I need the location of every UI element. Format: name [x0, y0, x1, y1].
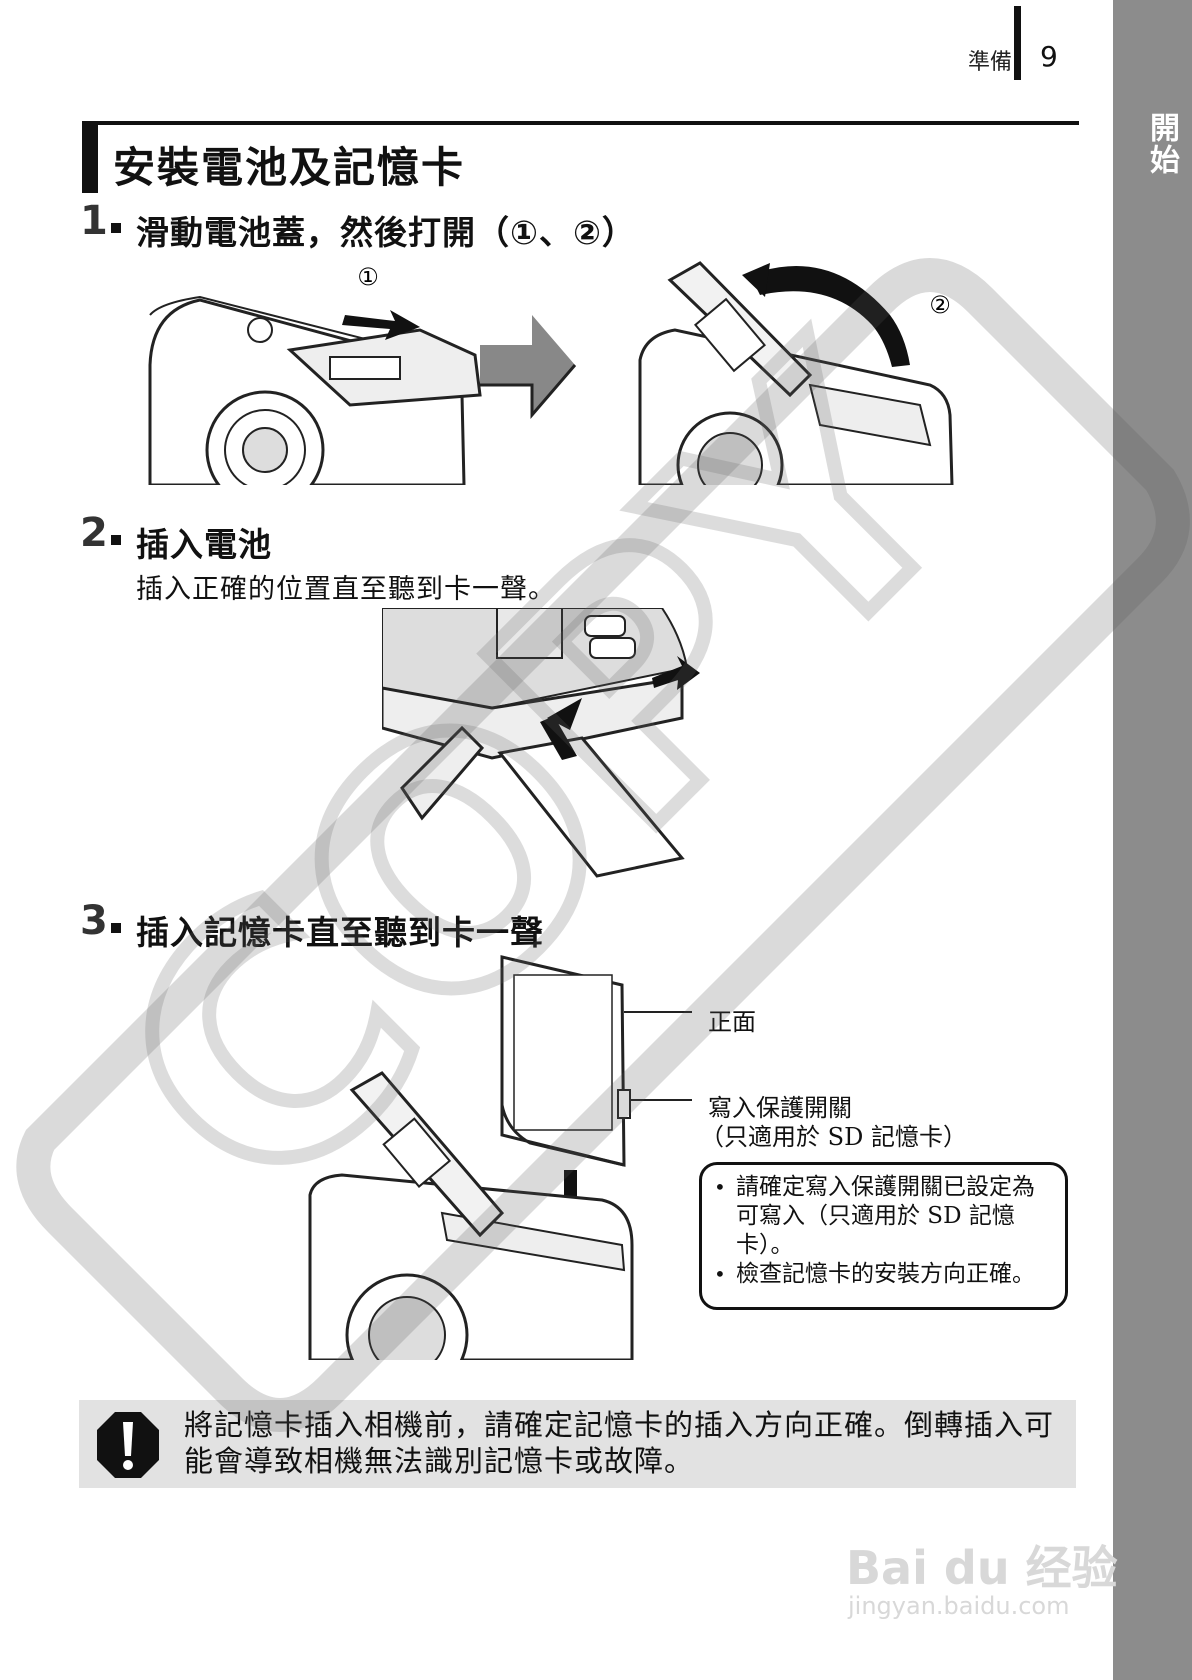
figure-open-battery-cover: ① ② — [148, 261, 954, 485]
page-title: 安裝電池及記憶卡 — [113, 143, 466, 192]
step-3-marker — [111, 923, 121, 933]
figure-insert-memory-card — [308, 955, 692, 1360]
title-marker — [82, 121, 98, 193]
brand-url: jingyan.baidu.com — [848, 1592, 1070, 1620]
title-rule — [82, 121, 1079, 125]
step-2-description: 插入正確的位置直至聽到卡一聲。 — [136, 574, 556, 605]
brand-watermark: Bai du 经验 — [846, 1541, 1118, 1595]
note-item-text: 請確定寫入保護開關已設定為可寫入（只適用於 SD 記憶卡）。 — [736, 1174, 1035, 1258]
section-name: 準備 — [967, 50, 1012, 75]
header-divider — [1014, 6, 1021, 80]
note-item: • 請確定寫入保護開關已設定為可寫入（只適用於 SD 記憶卡）。 — [714, 1173, 1055, 1260]
step-1-number: 1 — [80, 198, 108, 244]
caution-icon — [97, 1412, 159, 1478]
side-tab-label: 開始 — [1144, 112, 1179, 176]
step-1-text: 滑動電池蓋，然後打開（①、②） — [136, 213, 636, 252]
figure1-marker-1-text: ① — [357, 263, 379, 291]
label-write-protect: 寫入保護開關 — [708, 1094, 852, 1122]
bullet-icon: • — [714, 1262, 726, 1286]
step-2-text: 插入電池 — [136, 525, 272, 564]
figure1-marker-2-text: ② — [929, 291, 951, 319]
note-box: • 請確定寫入保護開關已設定為可寫入（只適用於 SD 記憶卡）。 • 檢查記憶卡… — [699, 1162, 1068, 1310]
label-write-protect-note: （只適用於 SD 記憶卡） — [700, 1123, 967, 1151]
step-2-number: 2 — [80, 510, 108, 556]
bullet-icon: • — [714, 1175, 726, 1199]
step-1-marker — [111, 223, 121, 233]
caution-text: 將記憶卡插入相機前，請確定記憶卡的插入方向正確。倒轉插入可能會導致相機無法識別記… — [184, 1408, 1055, 1478]
caution-band — [79, 1400, 1076, 1488]
note-item-text: 檢查記憶卡的安裝方向正確。 — [736, 1261, 1035, 1287]
figure-insert-battery — [382, 608, 700, 878]
step-3-text: 插入記憶卡直至聽到卡一聲 — [136, 913, 544, 952]
label-front: 正面 — [708, 1008, 756, 1036]
side-tab — [1113, 0, 1192, 1680]
note-item: • 檢查記憶卡的安裝方向正確。 — [714, 1260, 1055, 1289]
page-number: 9 — [1040, 40, 1058, 73]
step-2-marker — [111, 535, 121, 545]
step-3-number: 3 — [80, 898, 108, 944]
